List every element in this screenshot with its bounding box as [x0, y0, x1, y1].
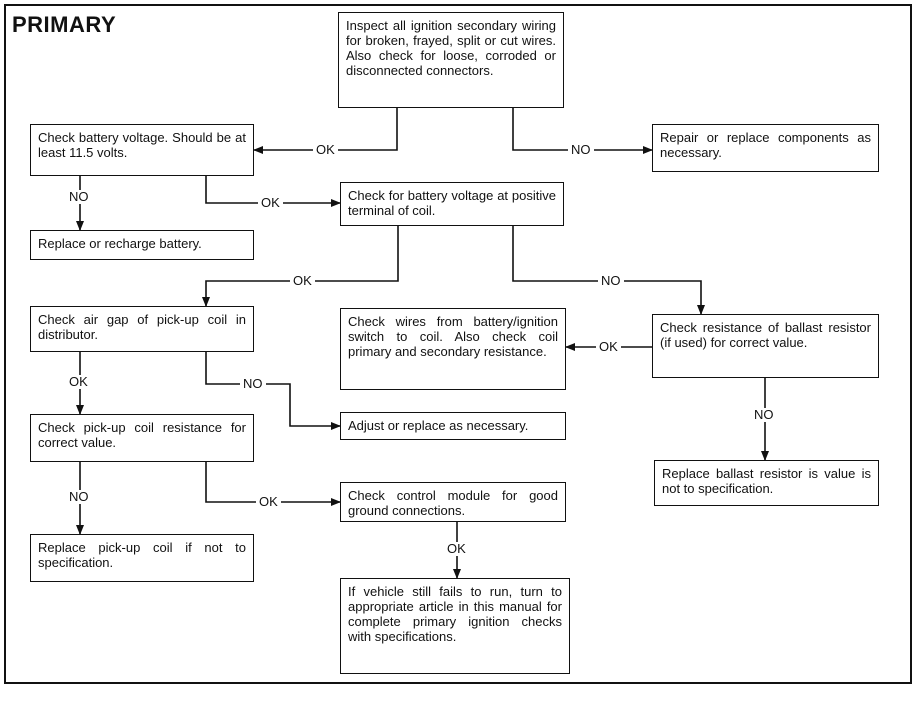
box-replace-pickup-coil: Replace pick-up coil if not to specifica…	[30, 534, 254, 582]
box-check-coil-voltage: Check for battery voltage at positive te…	[340, 182, 564, 226]
box-replace-battery: Replace or recharge battery.	[30, 230, 254, 260]
connector-pickup-to-module	[205, 462, 341, 506]
connector-inspect-to-repair	[512, 108, 653, 154]
label-ok: OK	[66, 375, 91, 389]
label-no: NO	[568, 143, 594, 157]
label-ok: OK	[596, 340, 621, 354]
box-check-control-module: Check control module for good ground con…	[340, 482, 566, 522]
label-ok: OK	[256, 495, 281, 509]
connector-inspect-to-battery	[253, 108, 398, 154]
label-no: NO	[751, 408, 777, 422]
connector-airgap-to-adjust	[205, 352, 341, 430]
label-no: NO	[66, 190, 92, 204]
box-check-air-gap: Check air gap of pick-up coil in distrib…	[30, 306, 254, 352]
label-no: NO	[66, 490, 92, 504]
diagram-frame	[4, 4, 912, 684]
box-check-wires-coil: Check wires from battery/ignition switch…	[340, 308, 566, 390]
label-ok: OK	[444, 542, 469, 556]
box-replace-ballast-resistor: Replace ballast resistor is value is not…	[654, 460, 879, 506]
label-no: NO	[240, 377, 266, 391]
box-still-fails-to-run: If vehicle still fails to run, turn to a…	[340, 578, 570, 674]
box-check-ballast-resistance: Check resistance of ballast resistor (if…	[652, 314, 879, 378]
box-inspect-wiring: Inspect all ignition secondary wiring fo…	[338, 12, 564, 108]
connector-coil-to-ballast	[512, 226, 705, 315]
box-repair-replace-components: Repair or replace components as necessar…	[652, 124, 879, 172]
label-ok: OK	[258, 196, 283, 210]
label-ok: OK	[290, 274, 315, 288]
box-adjust-replace: Adjust or replace as necessary.	[340, 412, 566, 440]
box-check-pickup-resistance: Check pick-up coil resistance for correc…	[30, 414, 254, 462]
label-no: NO	[598, 274, 624, 288]
diagram-title: PRIMARY	[12, 12, 117, 37]
label-ok: OK	[313, 143, 338, 157]
box-check-battery-voltage: Check battery voltage. Should be at leas…	[30, 124, 254, 176]
connector-battery-to-coil	[205, 176, 341, 207]
